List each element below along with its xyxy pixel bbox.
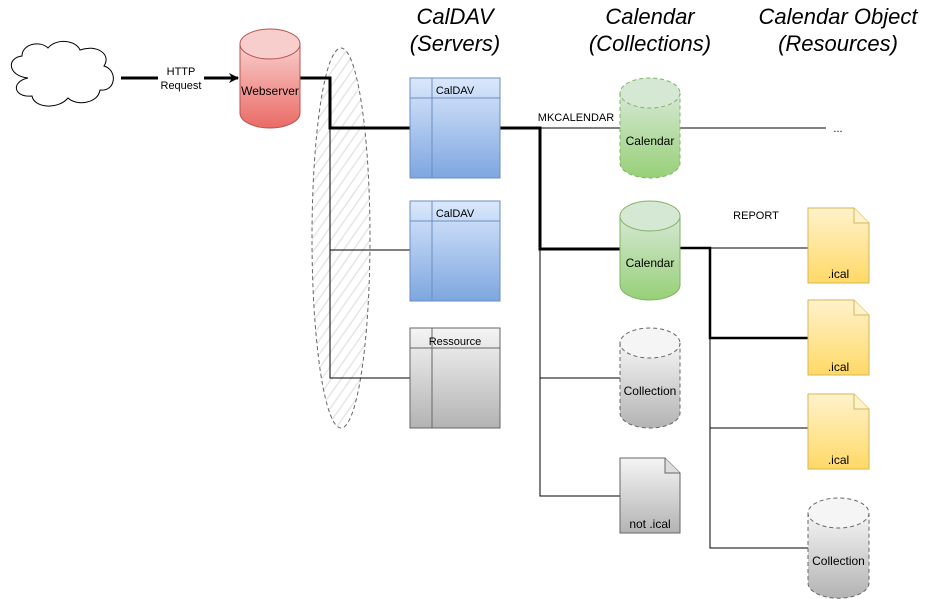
mkcalendar-label-bg (536, 110, 616, 124)
generic-collection[interactable]: Collection (619, 327, 681, 429)
ical-file-1-label: .ical (828, 267, 849, 281)
header-servers: CalDAV (Servers) (410, 4, 500, 56)
resource-collection-label: Collection (812, 554, 865, 568)
connector-calendar2-ical2 (680, 246, 808, 340)
header-resources-line1: Calendar Object (759, 4, 919, 29)
calendar-collection-1-label: Calendar (626, 134, 675, 148)
connector-bus-ressource (329, 128, 410, 379)
server-label-caldav-2: CalDAV (436, 208, 475, 220)
webserver-cylinder: Webserver (239, 28, 301, 129)
ical-file-3-label: .ical (828, 453, 849, 467)
header-collections: Calendar (Collections) (589, 4, 711, 56)
server-label-ressource: Ressource (429, 336, 482, 348)
calendar-collection-1[interactable]: Calendar (619, 77, 681, 179)
header-servers-line2: (Servers) (410, 31, 500, 56)
header-servers-line1: CalDAV (416, 4, 495, 29)
ical-file-2-icon[interactable]: .ical (807, 299, 870, 376)
connector-webserver-caldav1 (300, 76, 410, 130)
http-label-bg (158, 64, 204, 92)
more-ellipsis: ... (833, 123, 842, 135)
resource-collection[interactable]: Collection (807, 497, 870, 599)
ical-file-3-icon[interactable]: .ical (807, 393, 870, 470)
server-box-caldav-1[interactable]: CalDAV (409, 77, 501, 179)
ical-file-1-icon[interactable]: .ical (807, 207, 870, 284)
calendar-collection-2[interactable]: Calendar (619, 200, 681, 301)
header-collections-line2: (Collections) (589, 31, 711, 56)
ical-file-2-label: .ical (828, 360, 849, 374)
server-group-ellipse (311, 47, 371, 429)
server-box-ressource[interactable]: Ressource (409, 327, 501, 429)
connector-bus-collection2 (709, 338, 808, 549)
calendar-collection-2-label: Calendar (626, 256, 675, 270)
header-collections-line1: Calendar (605, 4, 696, 29)
client-cloud-icon (11, 41, 114, 107)
server-box-caldav-2[interactable]: CalDAV (409, 200, 501, 302)
generic-collection-label: Collection (624, 384, 677, 398)
connector-caldav-calendar2 (500, 126, 620, 251)
http-label-line2: Request (161, 80, 202, 92)
header-resources-line2: (Resources) (778, 31, 898, 56)
server-label-caldav-1: CalDAV (436, 85, 475, 97)
mkcalendar-label: MKCALENDAR (538, 112, 614, 124)
not-ical-label: not .ical (629, 517, 670, 531)
report-label: REPORT (733, 210, 779, 222)
webserver-label: Webserver (241, 84, 299, 98)
header-resources: Calendar Object (Resources) (759, 4, 919, 56)
http-label-line1: HTTP (167, 66, 196, 78)
connector-bus-notical (539, 249, 620, 497)
not-ical-file-icon[interactable]: not .ical (619, 457, 681, 534)
